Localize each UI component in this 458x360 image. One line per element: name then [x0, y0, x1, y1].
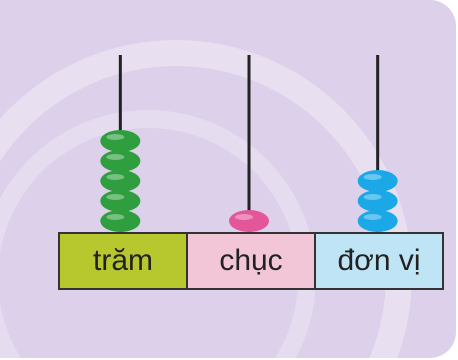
label-hundreds: trăm — [60, 234, 188, 288]
abacus-bead — [357, 210, 398, 232]
bead-highlight — [106, 194, 125, 200]
bead-highlight — [106, 154, 125, 160]
abacus-bead — [357, 190, 398, 212]
abacus-bead — [229, 210, 269, 232]
abacus-bead — [100, 170, 141, 192]
abacus-bead — [100, 210, 141, 232]
abacus-bead — [357, 170, 398, 192]
bead-highlight — [363, 194, 382, 200]
bead-highlight — [106, 214, 125, 220]
label-tens: chục — [188, 234, 316, 288]
place-value-labels: trăm chục đơn vị — [58, 232, 444, 290]
bead-highlight — [235, 214, 253, 220]
abacus-bead — [100, 130, 141, 152]
bead-highlight — [363, 174, 382, 180]
bead-highlight — [106, 174, 125, 180]
bead-highlight — [106, 134, 125, 140]
abacus-bead — [100, 150, 141, 172]
abacus-bead — [100, 190, 141, 212]
label-ones: đơn vị — [316, 234, 442, 288]
bead-highlight — [363, 214, 382, 220]
